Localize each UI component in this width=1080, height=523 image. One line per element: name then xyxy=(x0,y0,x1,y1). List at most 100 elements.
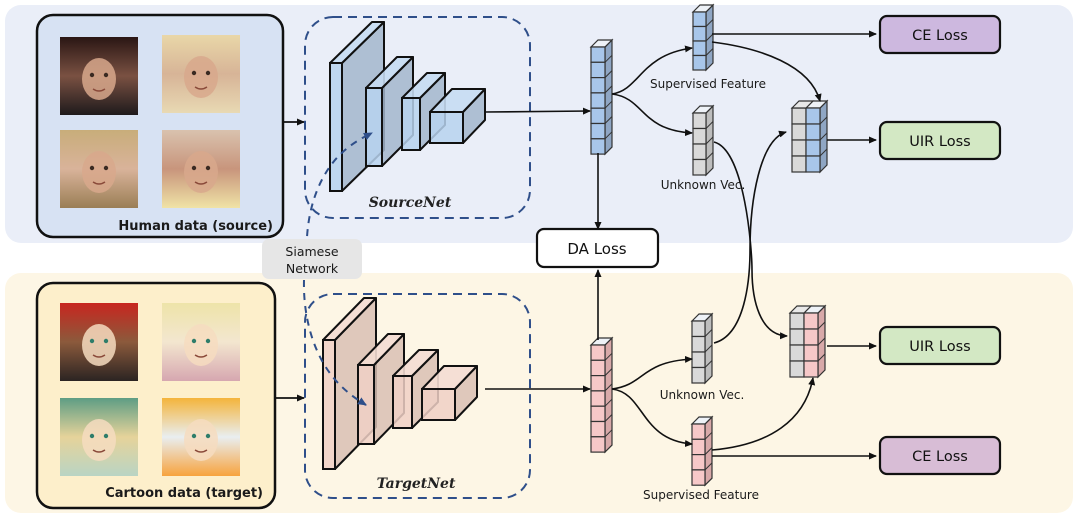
da-loss-label: DA Loss xyxy=(567,240,626,258)
feature-cell xyxy=(590,344,606,361)
feature-cell xyxy=(590,390,606,407)
source-data-panel: Human data (source) xyxy=(35,13,285,239)
source-unknown-to-target-concat-arrow xyxy=(713,141,788,340)
target-supervised-to-concat-arrow xyxy=(711,377,816,451)
sourcenet-output-arrow xyxy=(484,107,591,115)
source-feature-vector xyxy=(589,38,614,156)
siamese-label-line2: Network xyxy=(286,261,339,276)
feature-cell xyxy=(590,92,606,109)
feature-cell xyxy=(691,469,706,486)
feature-cell xyxy=(803,312,819,330)
target-supervised-feature xyxy=(690,415,714,487)
target-ce-loss-label: CE Loss xyxy=(912,449,968,465)
cartoon-face-4 xyxy=(162,398,240,476)
feature-cell xyxy=(691,454,706,471)
feature-cell xyxy=(803,344,819,362)
source-ce-loss-box: CE Loss xyxy=(878,14,1002,55)
targetnet-label: TargetNet xyxy=(377,476,456,492)
feature-cell xyxy=(791,139,807,157)
cartoon-face-2 xyxy=(162,303,240,381)
sourcenet-layer-4 xyxy=(429,88,486,144)
source-uir-loss-box: UIR Loss xyxy=(878,120,1002,161)
source-ce-loss-label: CE Loss xyxy=(912,28,968,44)
feature-cell xyxy=(691,366,706,384)
to-target-supervised-arrow xyxy=(611,388,693,447)
da-loss-box: DA Loss xyxy=(535,227,660,269)
siamese-link-source xyxy=(305,132,373,263)
source-uir-loss-label: UIR Loss xyxy=(909,134,970,150)
target-unknown-to-source-concat-arrow xyxy=(713,130,787,344)
feature-cell xyxy=(803,360,819,378)
feature-cell xyxy=(791,107,807,125)
feature-cell xyxy=(692,112,707,130)
siamese-network-badge: Siamese Network xyxy=(262,239,362,279)
feature-cell xyxy=(692,54,707,71)
feature-cell xyxy=(805,139,821,157)
human-face-4 xyxy=(162,130,240,208)
feature-cell xyxy=(789,328,805,346)
cartoon-face-1 xyxy=(60,303,138,381)
feature-cell xyxy=(791,155,807,173)
feature-cell xyxy=(791,123,807,141)
target-uir-loss-box: UIR Loss xyxy=(878,325,1002,366)
target-uir-loss-label: UIR Loss xyxy=(909,339,970,355)
feature-cell xyxy=(692,40,707,57)
source-data-label: Human data (source) xyxy=(118,219,273,234)
feature-cell xyxy=(590,46,606,63)
source-supervised-feature xyxy=(691,3,715,72)
feature-cell xyxy=(692,158,707,176)
feature-cell xyxy=(805,155,821,173)
target-supervised-label: Supervised Feature xyxy=(643,488,759,502)
targetnet-layer-4 xyxy=(421,365,478,421)
feature-cell xyxy=(590,122,606,140)
target-unknown-label: Unknown Vec. xyxy=(660,388,745,402)
feature-cell xyxy=(691,320,706,338)
cartoon-face-3 xyxy=(60,398,138,476)
source-supervised-label: Supervised Feature xyxy=(650,77,766,91)
to-source-unknown-arrow xyxy=(611,93,693,137)
source-unknown-vector xyxy=(691,104,715,177)
targetnet-container xyxy=(304,293,531,499)
target-feature-vector xyxy=(589,336,614,454)
target-ce-loss-box: CE Loss xyxy=(878,435,1002,476)
feature-cell xyxy=(590,107,606,125)
source-concat-unknown xyxy=(791,107,807,173)
feature-cell xyxy=(789,344,805,362)
human-face-3 xyxy=(60,130,138,208)
feature-cell xyxy=(691,438,706,456)
to-target-unknown-arrow xyxy=(611,355,693,390)
feature-cell xyxy=(805,107,821,125)
source-supervised-to-concat-arrow xyxy=(711,41,822,102)
feature-cell xyxy=(805,123,821,141)
to-source-supervised-arrow xyxy=(611,45,693,95)
targetnet-layers xyxy=(322,297,478,470)
feature-cell xyxy=(590,359,606,377)
feature-cell xyxy=(590,138,606,155)
target-data-label: Cartoon data (target) xyxy=(105,486,263,501)
feature-cell xyxy=(691,351,706,369)
siamese-link-target xyxy=(302,279,367,406)
feature-cell xyxy=(789,312,805,330)
feature-cell xyxy=(692,11,707,28)
sourcenet-label: SourceNet xyxy=(369,195,452,211)
source-unknown-label: Unknown Vec. xyxy=(661,178,746,192)
feature-cell xyxy=(803,328,819,346)
feature-cell xyxy=(691,335,706,353)
feature-cell xyxy=(590,420,606,438)
feature-cell xyxy=(692,25,707,42)
feature-cell xyxy=(789,360,805,378)
target-concat-supervised xyxy=(802,304,827,379)
siamese-label-line1: Siamese xyxy=(285,244,338,259)
feature-cell xyxy=(692,143,707,161)
feature-cell xyxy=(590,436,606,453)
sourcenet-layers xyxy=(329,21,486,192)
feature-cell xyxy=(590,375,606,392)
feature-cell xyxy=(590,61,606,79)
feature-cell xyxy=(691,423,706,440)
source-concat-supervised xyxy=(804,99,829,174)
feature-cell xyxy=(692,127,707,145)
sourcenet-container xyxy=(304,16,531,219)
target-unknown-vector xyxy=(690,312,714,385)
target-data-panel: Cartoon data (target) xyxy=(35,281,277,510)
